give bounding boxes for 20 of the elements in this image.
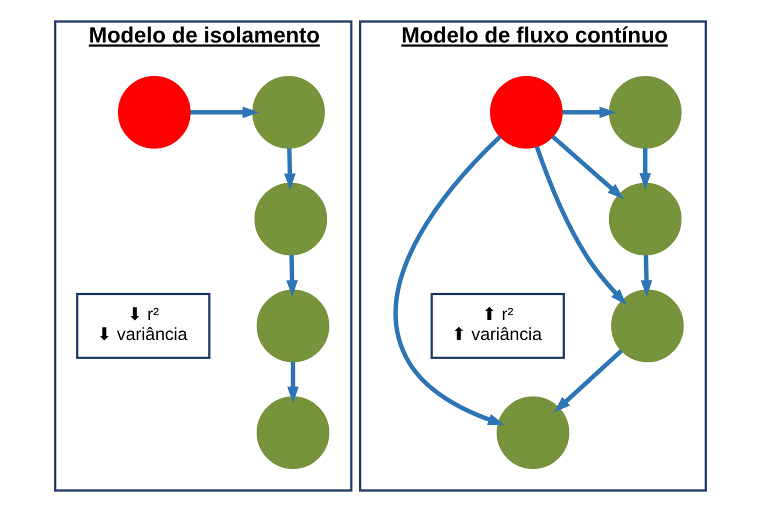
node-circle: [256, 290, 329, 362]
arrow: [190, 106, 259, 118]
arrow: [550, 135, 624, 200]
node-circle: [490, 76, 562, 149]
arrow: [393, 135, 504, 426]
node-box: ⬆ r² ⬆ variância: [430, 292, 564, 359]
node-circle: [256, 396, 329, 469]
arrow: [534, 146, 626, 306]
node-box: ⬇ r² ⬇ variância: [76, 292, 210, 359]
arrow: [284, 148, 296, 190]
node-circle: [117, 76, 190, 149]
arrow: [286, 255, 298, 297]
arrow: [553, 349, 622, 412]
arrow: [640, 255, 652, 297]
arrow: [286, 362, 298, 404]
arrow: [638, 148, 651, 190]
node-circle: [608, 76, 682, 149]
node-circle: [254, 182, 327, 256]
arrow: [562, 106, 616, 118]
node-circle: [252, 76, 324, 149]
